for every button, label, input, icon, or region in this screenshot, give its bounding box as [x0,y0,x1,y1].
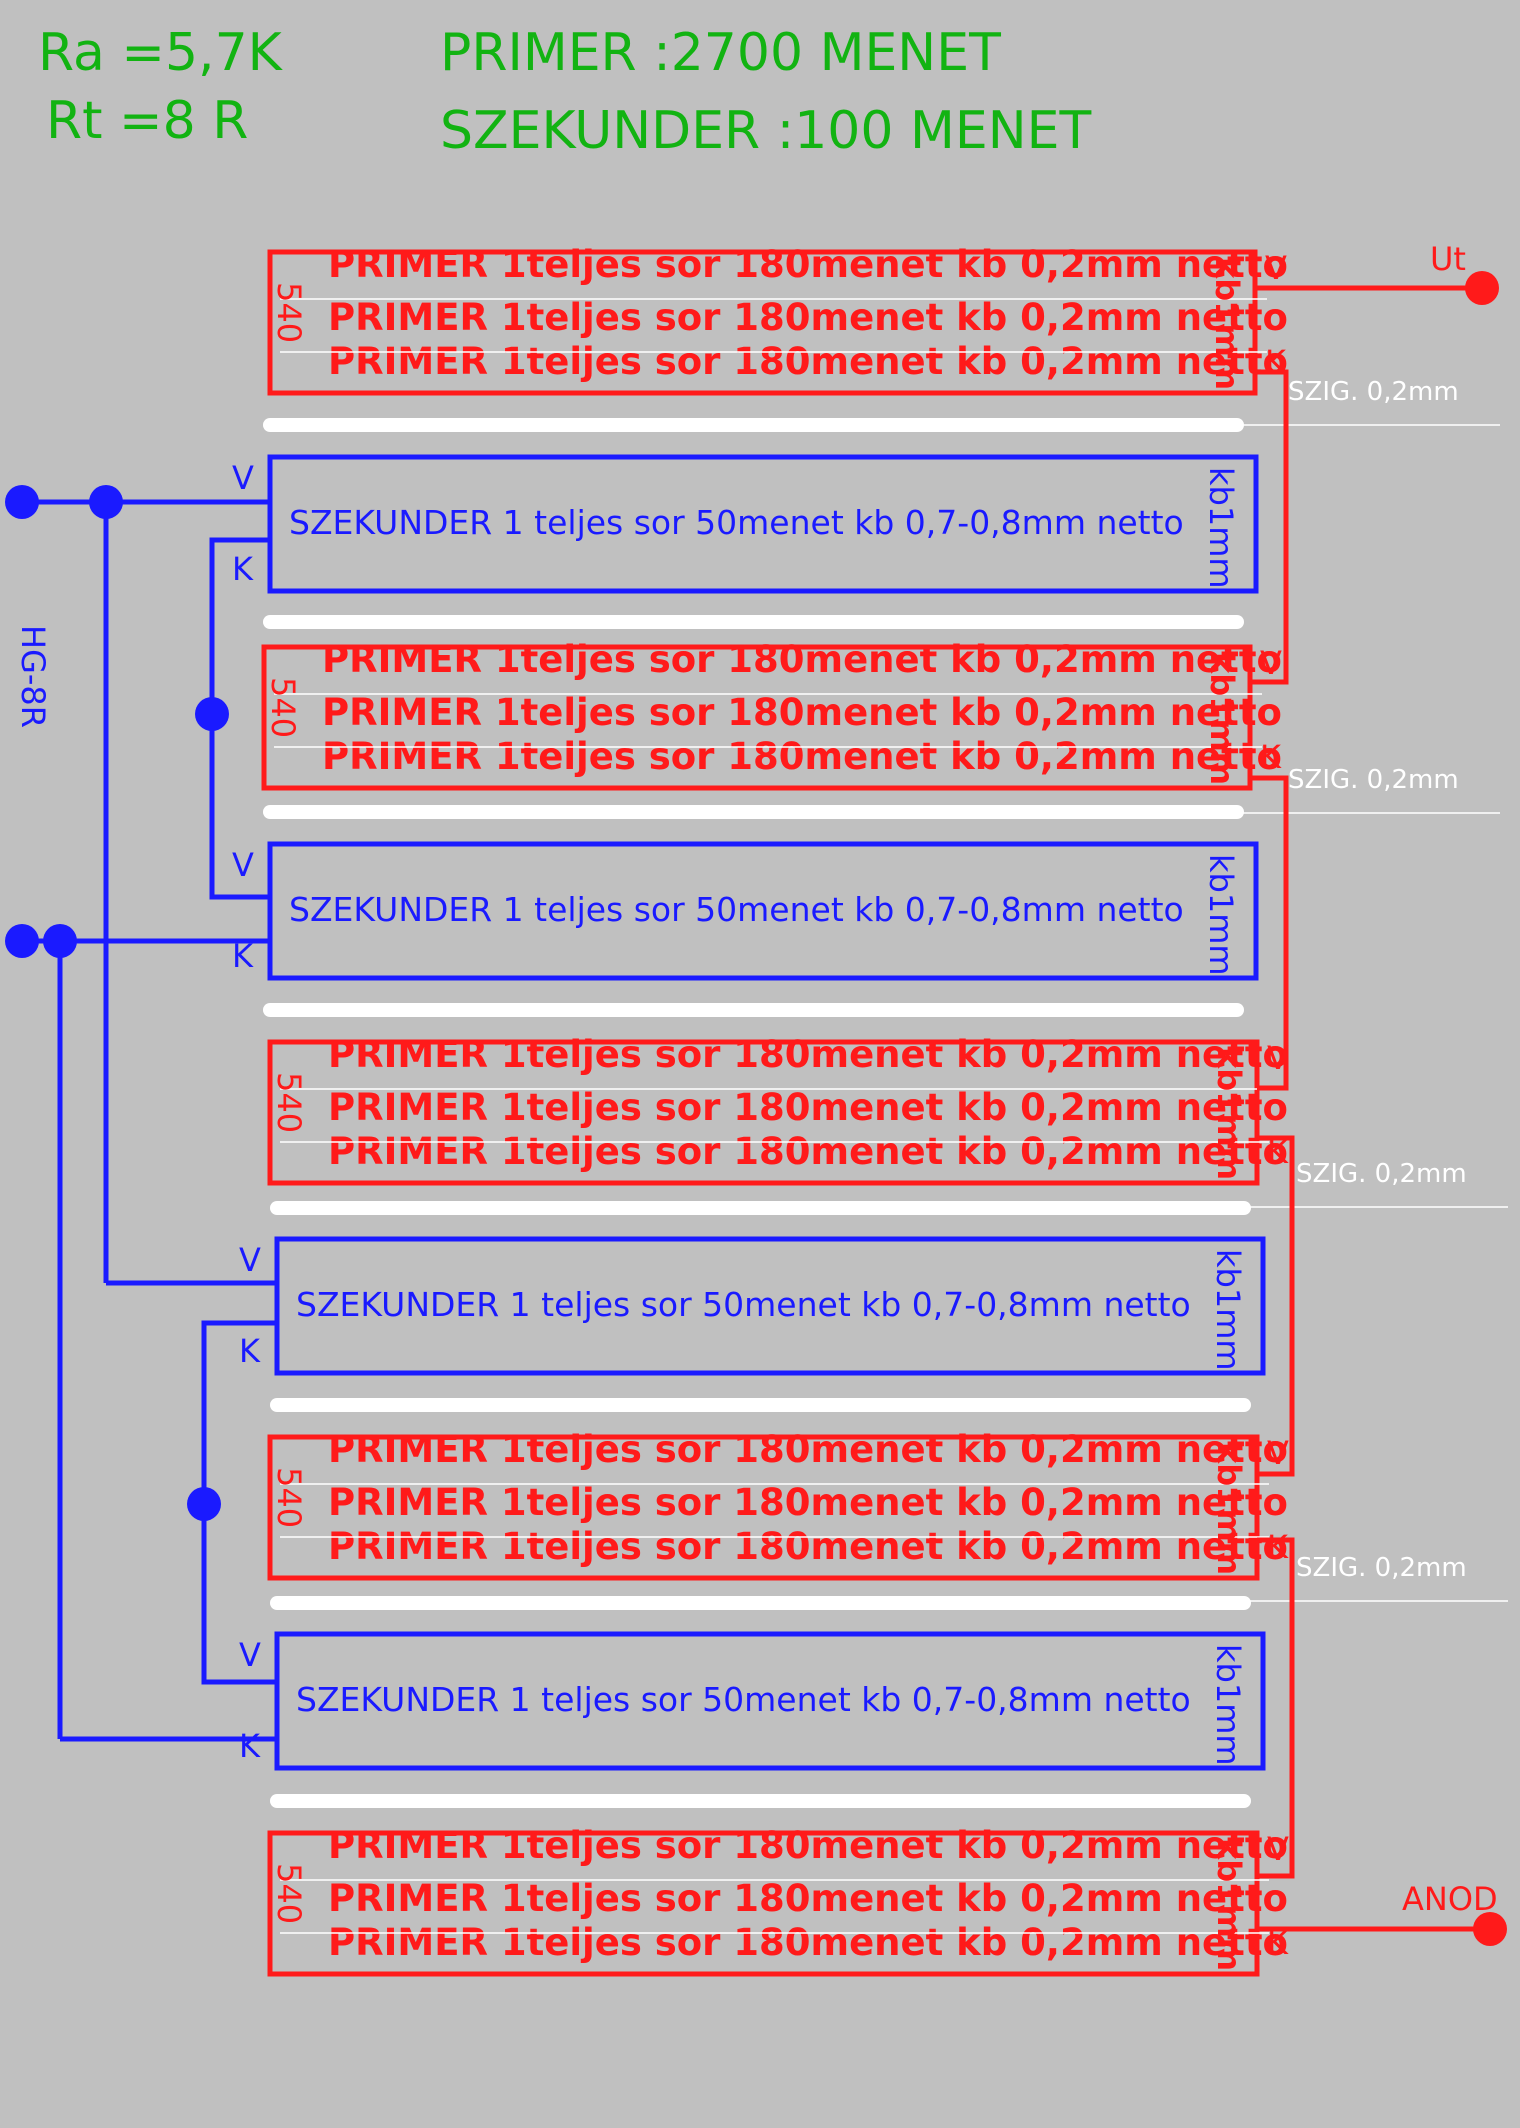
secondary-wiring: HG-8R [5,485,277,1742]
primary-wiring: Ut ANOD [1250,240,1507,1946]
primary-layer-text: PRIMER 1teljes sor 180menet kb 0,2mm net… [322,638,1282,681]
junction-dot [89,485,123,519]
v-terminal-label: V [232,459,254,497]
k-terminal-label: K [1267,1528,1289,1566]
primary-winding-box [267,249,1258,396]
primary-windings: PRIMER 1teljes sor 180menet kb 0,2mm net… [261,243,1289,1977]
primary-winding-block: PRIMER 1teljes sor 180menet kb 0,2mm net… [261,638,1282,791]
wire-thickness-label: kb1mm [1210,1442,1248,1575]
k-terminal-label: K [239,1727,261,1765]
secondary-layer-text: SZEKUNDER 1 teljes sor 50menet kb 0,7-0,… [296,1285,1191,1324]
secondary-winding-block: SZEKUNDER 1 teljes sor 50menet kb 0,7-0,… [239,1631,1266,1771]
primary-winding-block: PRIMER 1teljes sor 180menet kb 0,2mm net… [267,243,1288,396]
primary-layer-text: PRIMER 1teljes sor 180menet kb 0,2mm net… [328,1130,1288,1173]
secondary-winding-box [274,1236,1266,1376]
anode-label: ANOD [1402,1880,1498,1918]
primary-layer-text: PRIMER 1teljes sor 180menet kb 0,2mm net… [328,1033,1288,1076]
primary-layer-text: PRIMER 1teljes sor 180menet kb 0,2mm net… [328,1481,1288,1524]
v-terminal-label: V [239,1241,261,1279]
k-terminal-label: K [1267,1133,1289,1171]
primary-layer-text: PRIMER 1teljes sor 180menet kb 0,2mm net… [328,1921,1288,1964]
primary-layer-text: PRIMER 1teljes sor 180menet kb 0,2mm net… [328,296,1288,339]
secondary-layer-text: SZEKUNDER 1 teljes sor 50menet kb 0,7-0,… [296,1680,1191,1719]
wire-thickness-label: kb1mm [1210,1047,1248,1180]
speaker-terminal-top [5,485,39,519]
rt-label: Rt =8 R [46,91,248,151]
speaker-terminal-bottom [5,924,39,958]
primary-layer-text: PRIMER 1teljes sor 180menet kb 0,2mm net… [328,1877,1288,1920]
primary-layer-text: PRIMER 1teljes sor 180menet kb 0,2mm net… [328,1525,1288,1568]
primary-layer-text: PRIMER 1teljes sor 180menet kb 0,2mm net… [328,243,1288,286]
primary-winding-block: PRIMER 1teljes sor 180menet kb 0,2mm net… [267,1428,1289,1581]
output-terminal [1465,271,1499,305]
primary-layer-text: PRIMER 1teljes sor 180menet kb 0,2mm net… [322,735,1282,778]
v-terminal-label: V [239,1636,261,1674]
primary-winding-box [267,1434,1260,1581]
primary-layer-text: PRIMER 1teljes sor 180menet kb 0,2mm net… [328,1086,1288,1129]
k-terminal-label: K [232,937,254,975]
k-terminal-label: K [1267,1924,1289,1962]
primary-turn-count: 540 [264,677,302,738]
wire-thickness-label: kb1mm [1209,1644,1247,1766]
insulation-label: SZIG. 0,2mm [1296,1159,1467,1189]
wire-thickness-label: kb1mm [1202,854,1240,976]
primary-winding-box [261,644,1253,791]
insulation-label: SZIG. 0,2mm [1288,377,1459,407]
secondary-winding-box [267,841,1259,981]
szekunder-turns-label: SZEKUNDER :100 MENET [440,101,1091,161]
primary-link-1 [1250,369,1289,685]
primary-turn-count: 540 [270,282,308,343]
ra-label: Ra =5,7K [38,23,284,83]
primary-link-3 [1257,1135,1295,1477]
speaker-label: HG-8R [14,625,52,728]
primary-layer-text: PRIMER 1teljes sor 180menet kb 0,2mm net… [322,691,1282,734]
primary-link-2 [1250,775,1289,1091]
primary-turn-count: 540 [270,1467,308,1528]
secondary-winding-block: SZEKUNDER 1 teljes sor 50menet kb 0,7-0,… [232,841,1259,981]
v-terminal-label: V [1267,1434,1289,1472]
output-label: Ut [1430,240,1466,278]
primary-turn-count: 540 [270,1863,308,1924]
secondary-winding-box [267,454,1259,594]
junction-dot [43,924,77,958]
insulation-label: SZIG. 0,2mm [1296,1553,1467,1583]
primer-turns-label: PRIMER :2700 MENET [440,23,1001,83]
junction-dot [187,1487,221,1521]
insulation-label: SZIG. 0,2mm [1288,765,1459,795]
secondary-layer-text: SZEKUNDER 1 teljes sor 50menet kb 0,7-0,… [289,890,1184,929]
v-terminal-label: V [1260,644,1282,682]
anode-terminal [1473,1912,1507,1946]
k-terminal-label: K [232,550,254,588]
junction-dot [195,697,229,731]
wire-thickness-label: kb1mm [1209,1249,1247,1371]
primary-layer-text: PRIMER 1teljes sor 180menet kb 0,2mm net… [328,1824,1288,1867]
secondary-winding-block: SZEKUNDER 1 teljes sor 50menet kb 0,7-0,… [232,454,1259,594]
wire-thickness-label: kb1mm [1203,652,1241,785]
wire-thickness-label: kb1mm [1202,467,1240,589]
secondary-winding-box [274,1631,1266,1771]
secondary-winding-block: SZEKUNDER 1 teljes sor 50menet kb 0,7-0,… [239,1236,1266,1376]
primary-layer-text: PRIMER 1teljes sor 180menet kb 0,2mm net… [328,1428,1288,1471]
k-terminal-label: K [239,1332,261,1370]
k-terminal-label: K [1260,738,1282,776]
primary-winding-block: PRIMER 1teljes sor 180menet kb 0,2mm net… [267,1033,1289,1186]
v-terminal-label: V [232,846,254,884]
primary-winding-box [267,1039,1260,1186]
primary-link-4 [1257,1537,1295,1879]
primary-winding-block: PRIMER 1teljes sor 180menet kb 0,2mm net… [267,1824,1289,1977]
wire-thickness-label: kb1mm [1208,257,1246,390]
v-terminal-label: V [1267,1830,1289,1868]
wire-thickness-label: kb1mm [1210,1838,1248,1971]
secondary-windings: SZEKUNDER 1 teljes sor 50menet kb 0,7-0,… [232,454,1266,1771]
primary-winding-box [267,1830,1260,1977]
primary-layer-text: PRIMER 1teljes sor 180menet kb 0,2mm net… [328,340,1288,383]
primary-turn-count: 540 [270,1072,308,1133]
v-terminal-label: V [1265,249,1287,287]
secondary-layer-text: SZEKUNDER 1 teljes sor 50menet kb 0,7-0,… [289,503,1184,542]
